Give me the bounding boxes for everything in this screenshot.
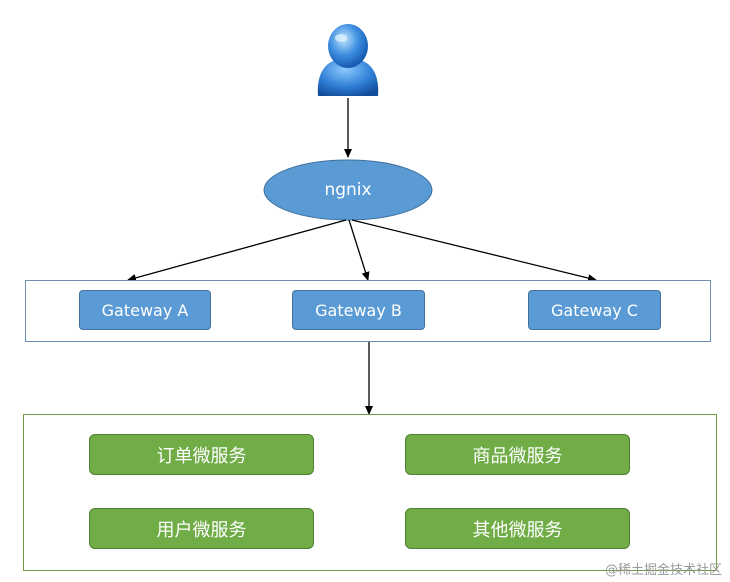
watermark-text: @稀土掘金技术社区 — [604, 563, 722, 578]
service-product: 商品微服务 — [405, 434, 630, 475]
service-user: 用户微服务 — [89, 508, 314, 549]
arrow-nginx-to-gateway-a — [127, 219, 347, 282]
nginx-node — [263, 159, 433, 221]
arrow-nginx-to-gateway-c — [351, 219, 597, 282]
arrow-nginx-to-gateway-b — [348, 219, 370, 281]
service-order: 订单微服务 — [89, 434, 314, 475]
gateway-c: Gateway C — [528, 290, 661, 330]
service-other: 其他微服务 — [405, 508, 630, 549]
gateway-a: Gateway A — [79, 290, 211, 330]
gateway-b: Gateway B — [292, 290, 425, 330]
nginx-label: ngnix — [324, 180, 372, 200]
user-person-icon — [317, 24, 379, 96]
